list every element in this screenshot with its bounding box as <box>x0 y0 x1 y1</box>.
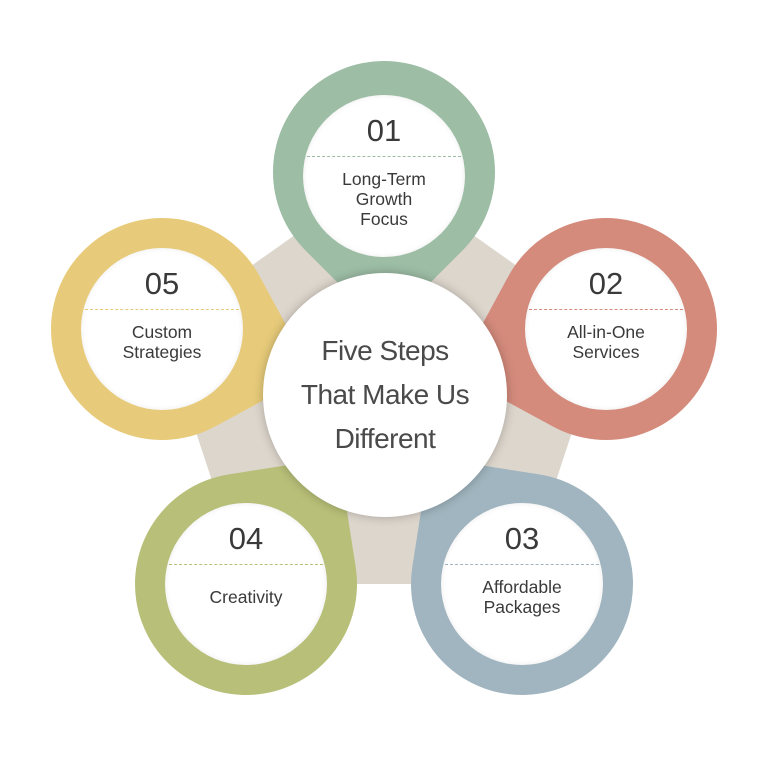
step-number: 04 <box>228 521 264 556</box>
step-label-line: Packages <box>483 597 561 617</box>
step-label-line: Strategies <box>122 342 202 362</box>
step-number: 02 <box>588 266 624 301</box>
dashed-divider <box>169 564 323 565</box>
center-title-line-2: That Make Us <box>300 379 470 410</box>
step-label-line: Focus <box>360 209 408 229</box>
step-label-line: Growth <box>355 189 413 209</box>
step-label-line: Long-Term <box>342 169 426 189</box>
step-number: 01 <box>366 113 402 148</box>
step-label-line: Services <box>572 342 640 362</box>
step-label-line: All-in-One <box>567 322 645 342</box>
dashed-divider <box>529 309 683 310</box>
center-title-line-1: Five Steps <box>321 335 449 366</box>
dashed-divider <box>85 309 239 310</box>
center-title-circle: Five Steps That Make Us Different <box>263 273 507 517</box>
step-label-line: Custom <box>131 322 193 342</box>
step-number: 03 <box>504 521 540 556</box>
dashed-divider <box>307 156 461 157</box>
dashed-divider <box>445 564 599 565</box>
step-label-line: Affordable <box>482 577 562 597</box>
center-title-line-3: Different <box>334 423 436 454</box>
step-number: 05 <box>144 266 180 301</box>
step-label-line: Creativity <box>209 587 283 607</box>
step-label: Creativity <box>165 587 327 607</box>
